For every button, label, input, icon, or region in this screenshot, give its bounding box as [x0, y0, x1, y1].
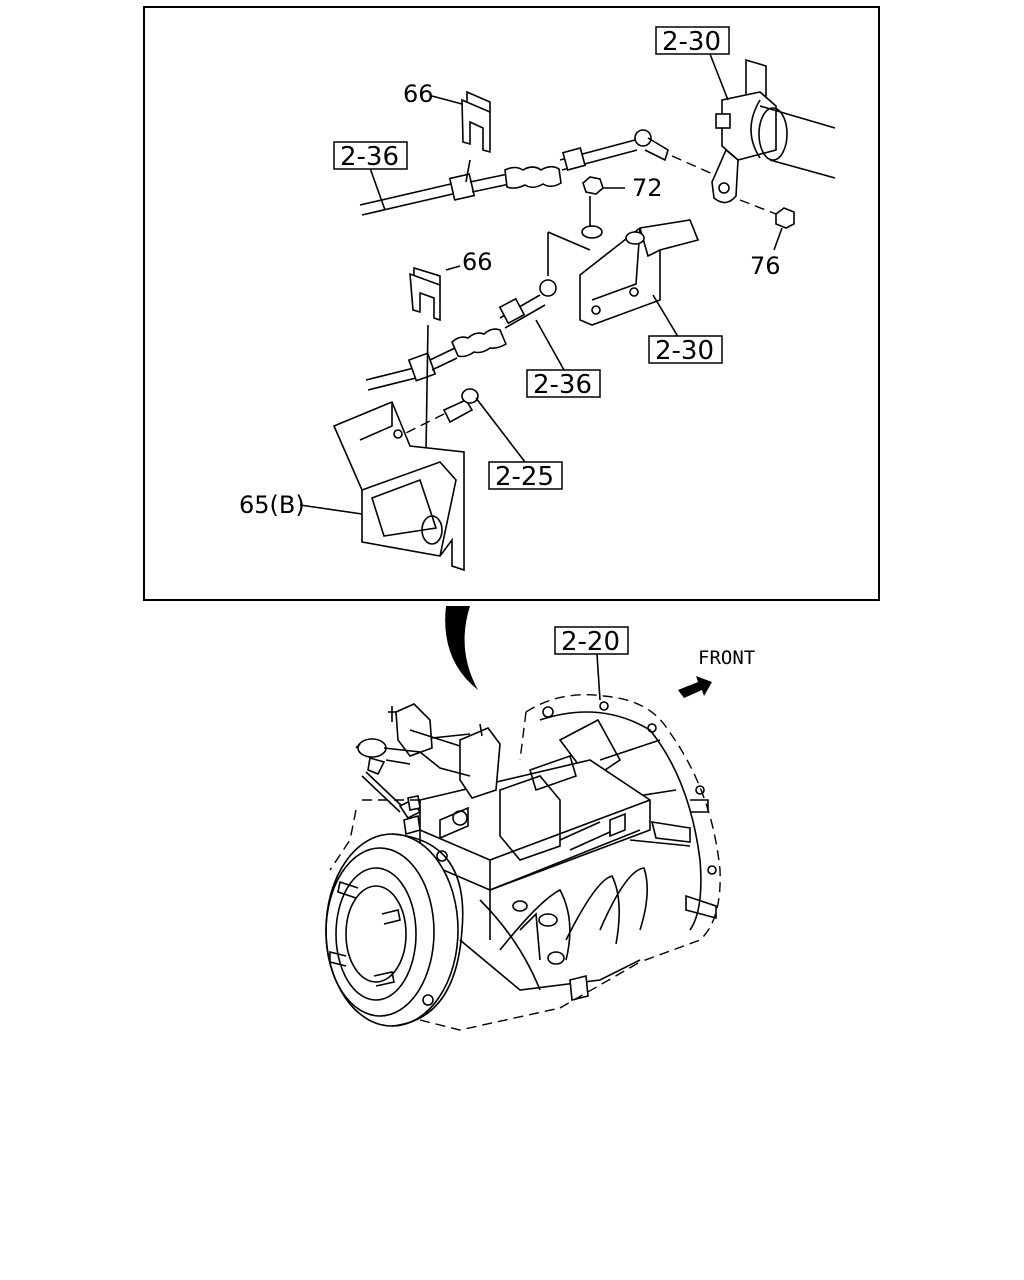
callout-66-top: 66: [403, 80, 434, 108]
svg-text:2-20: 2-20: [561, 627, 620, 657]
front-label: FRONT: [698, 647, 755, 669]
nut-76: [739, 199, 795, 229]
svg-text:2-25: 2-25: [495, 462, 554, 492]
bolt-2-25: [399, 388, 479, 437]
lower-shift-cable: [365, 279, 557, 391]
svg-text:2-36: 2-36: [340, 142, 399, 172]
callout-76: 76: [750, 252, 781, 280]
ref-box-2-25: 2-25: [488, 461, 563, 492]
svg-text:2-36: 2-36: [533, 370, 592, 400]
ref-box-2-36-middle: 2-36: [526, 369, 601, 400]
clip-66-upper: [461, 90, 491, 183]
bracket-65b: [332, 400, 465, 572]
ref-box-2-30-top: 2-30: [655, 26, 730, 57]
callout-66-middle: 66: [462, 248, 493, 276]
bracket-2-30-middle: [547, 219, 700, 326]
detail-inset-frame: [143, 6, 880, 601]
svg-text:2-30: 2-30: [662, 27, 721, 57]
ref-box-2-20: 2-20: [554, 626, 629, 657]
bracket-tube-upper: [711, 58, 836, 204]
svg-text:2-30: 2-30: [655, 336, 714, 366]
nut-72: [582, 176, 604, 226]
callout-72: 72: [632, 174, 663, 202]
leader-lines: [299, 53, 783, 701]
upper-shift-cable: [359, 129, 716, 216]
front-arrow-icon: [678, 676, 712, 698]
transmission-assembly: [325, 694, 721, 1031]
ref-box-2-30-middle: 2-30: [648, 335, 723, 366]
callout-65b: 65(B): [239, 491, 305, 519]
ref-box-2-36-top: 2-36: [333, 141, 408, 172]
detail-pointer-arrow: [445, 606, 478, 690]
